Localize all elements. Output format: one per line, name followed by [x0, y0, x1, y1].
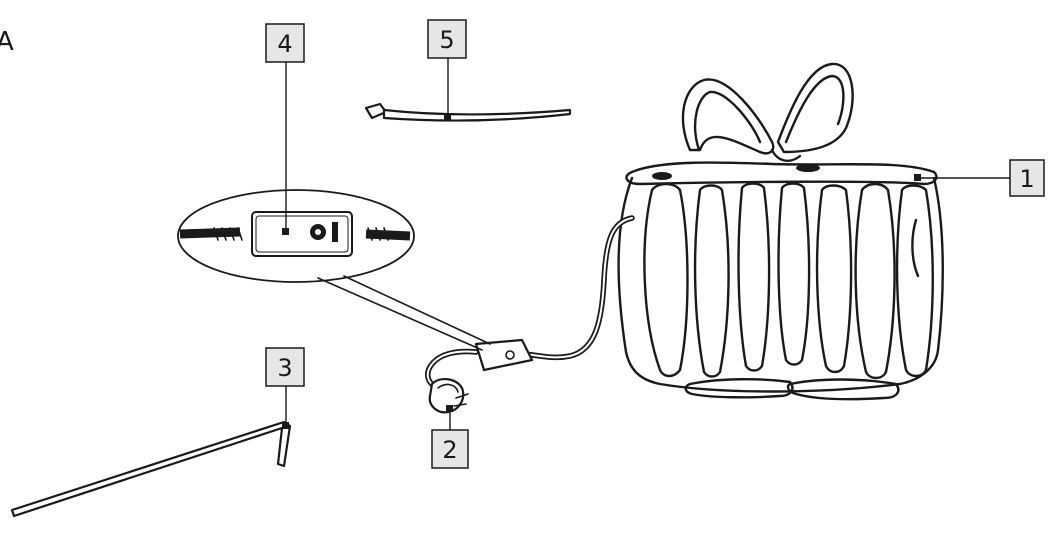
callout-5-label: 5 [439, 26, 454, 54]
cable-tie-icon [364, 102, 572, 122]
callout-4: 4 [265, 23, 305, 63]
power-cable [425, 215, 635, 391]
gift-light-figure-icon [617, 62, 944, 401]
controller-box-icon [177, 189, 491, 351]
ground-stake-icon [10, 420, 292, 518]
callout-4-label: 4 [277, 30, 292, 58]
callout-2: 2 [431, 429, 469, 469]
callout-1-label: 1 [1019, 165, 1034, 193]
callout-3-label: 3 [277, 354, 292, 382]
callout-1: 1 [1009, 159, 1045, 197]
corner-label: A [0, 27, 14, 57]
leader-lines [282, 58, 1010, 430]
callout-5: 5 [427, 19, 467, 59]
callout-2-label: 2 [442, 436, 457, 464]
callout-3: 3 [265, 347, 305, 387]
power-plug-icon [428, 378, 469, 414]
